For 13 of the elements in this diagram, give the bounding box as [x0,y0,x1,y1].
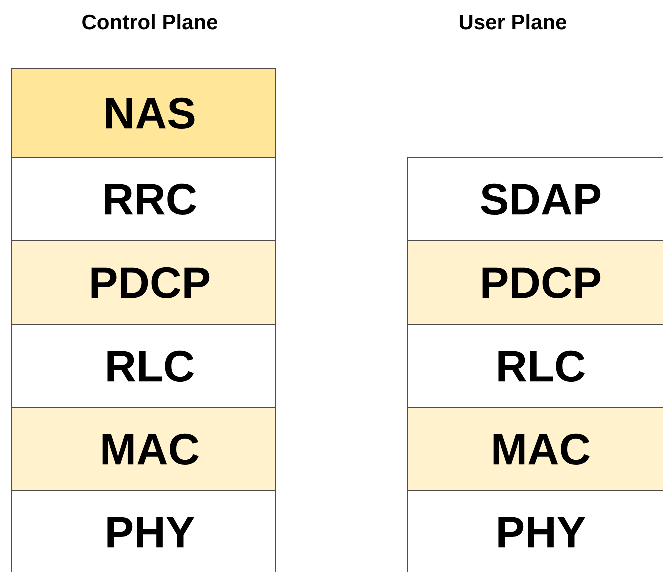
protocol-layer-box: PHY [408,490,663,572]
protocol-layer-box: PDCP [12,240,276,326]
protocol-layer-box: MAC [408,407,663,492]
protocol-layer-box: NAS [12,68,276,158]
protocol-layer-box: PHY [12,490,276,572]
column-heading: User Plane [460,14,567,30]
protocol-layer-box: MAC [12,407,276,492]
protocol-layer-box: PDCP [408,240,663,326]
protocol-layer-box: SDAP [408,158,663,242]
column-heading: Control Plane [82,14,218,30]
protocol-layer-box: RRC [12,158,276,242]
protocol-layer-box: RLC [408,324,663,408]
protocol-layer-box: RLC [12,324,276,408]
